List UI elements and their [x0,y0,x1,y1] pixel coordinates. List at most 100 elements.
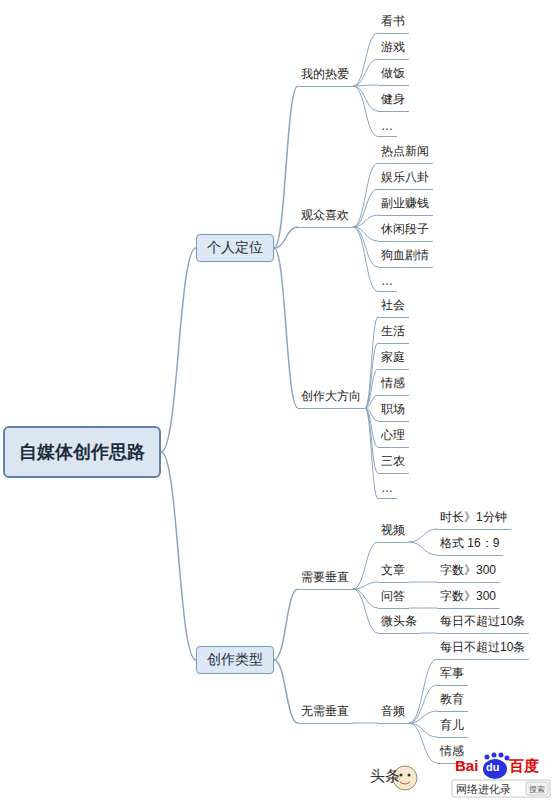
sub-topic: 需要垂直 [298,567,353,590]
sub-topic: 微头条 [378,611,421,634]
branch-line [353,215,378,227]
topic-text: 字数》300 [440,588,496,605]
topic-text: 视频 [381,522,405,539]
topic-text: 育儿 [440,717,464,734]
branch-line [365,408,378,473]
sub-topic: 时长》1分钟 [437,507,511,530]
branch-line [161,248,196,452]
topic-text: 创作类型 [207,651,263,669]
branch-line [409,542,437,555]
sub-topic: 游戏 [378,37,409,60]
logo-text: du [486,761,499,773]
branch-line [353,227,378,292]
sub-topic: 军事 [437,663,468,686]
branch-line [353,189,378,227]
topic-text: 我的热爱 [301,66,349,83]
branch-line [409,723,437,763]
topic-text: 社会 [381,297,405,314]
sub-topic: 每日不超过10条 [437,637,529,660]
branch-line [409,711,437,723]
sub-topic: 看书 [378,11,409,34]
topic-text: 心理 [381,427,405,444]
topic-text: 热点新闻 [381,143,429,160]
sub-topic: 文章 [378,560,409,583]
sub-topic: 字数》300 [437,560,500,583]
sub-topic: 娱乐八卦 [378,167,433,190]
logo-text: 百度 [509,757,539,776]
topic-text: 情感 [381,375,405,392]
branch-line [365,317,378,408]
baidu-paw-toe [499,753,504,758]
branch-line [353,589,378,608]
logo-text: Bai [455,757,478,774]
baidu-paw [483,759,507,779]
branch-line [353,59,378,86]
branch-line [365,408,378,499]
main-topic: 创作类型 [196,646,274,674]
branch-line [274,86,298,248]
sub-topic: 无需垂直 [298,701,353,724]
search-button [526,782,548,795]
topic-text: 微头条 [381,613,417,630]
cartoon-mouth [400,782,410,784]
topic-text: 看书 [381,13,405,30]
topic-text: 需要垂直 [301,569,349,586]
sub-topic: 家庭 [378,347,409,370]
branch-line [409,529,437,542]
sub-topic: 教育 [437,689,468,712]
sub-topic: 字数》300 [437,586,500,609]
branch-line [409,659,437,723]
sub-topic: … [378,479,397,499]
sub-topic: 我的热爱 [298,64,353,87]
cartoon-eye [408,774,411,777]
topic-text: 创作大方向 [301,388,361,405]
sub-topic: 格式 16：9 [437,533,503,556]
topic-text: 家庭 [381,349,405,366]
branch-line [409,685,437,723]
sub-topic: 健身 [378,89,409,112]
sub-topic: 问答 [378,586,409,609]
topic-text: 做饭 [381,65,405,82]
topic-text: 军事 [440,665,464,682]
baidu-paw-toe [505,756,510,761]
topic-text: 教育 [440,691,464,708]
branch-line [353,542,378,589]
sub-topic: 音频 [378,701,409,724]
branch-line [353,86,378,137]
topic-text: … [381,274,393,288]
sub-topic: 心理 [378,425,409,448]
sub-topic: 三农 [378,451,409,474]
sub-topic: 副业赚钱 [378,193,433,216]
topic-text: 字数》300 [440,562,496,579]
branch-line [365,369,378,408]
topic-text: 无需垂直 [301,703,349,720]
branch-line [409,582,437,583]
baidu-paw-toe [492,753,497,758]
sub-topic: 观众喜欢 [298,205,353,228]
main-topic: 个人定位 [196,234,274,262]
branch-line [365,395,378,408]
branch-line [274,248,298,408]
sub-topic: 社会 [378,295,409,318]
topic-text: 职场 [381,401,405,418]
topic-text: … [381,119,393,133]
branch-line [353,163,378,227]
sub-topic: 育儿 [437,715,468,738]
topic-text: 健身 [381,91,405,108]
baidu-paw-toe [485,755,490,760]
topic-text: 游戏 [381,39,405,56]
topic-text: 观众喜欢 [301,207,349,224]
branch-line [274,227,298,248]
sub-topic: 做饭 [378,63,409,86]
branch-line [353,86,378,111]
topic-text: 文章 [381,562,405,579]
topic-text: 音频 [381,703,405,720]
topic-text: 情感 [440,743,464,760]
topic-text: 格式 16：9 [440,535,499,552]
sub-topic: … [378,117,397,137]
sub-topic: 生活 [378,321,409,344]
branch-line [353,582,378,589]
branch-line [409,723,437,737]
